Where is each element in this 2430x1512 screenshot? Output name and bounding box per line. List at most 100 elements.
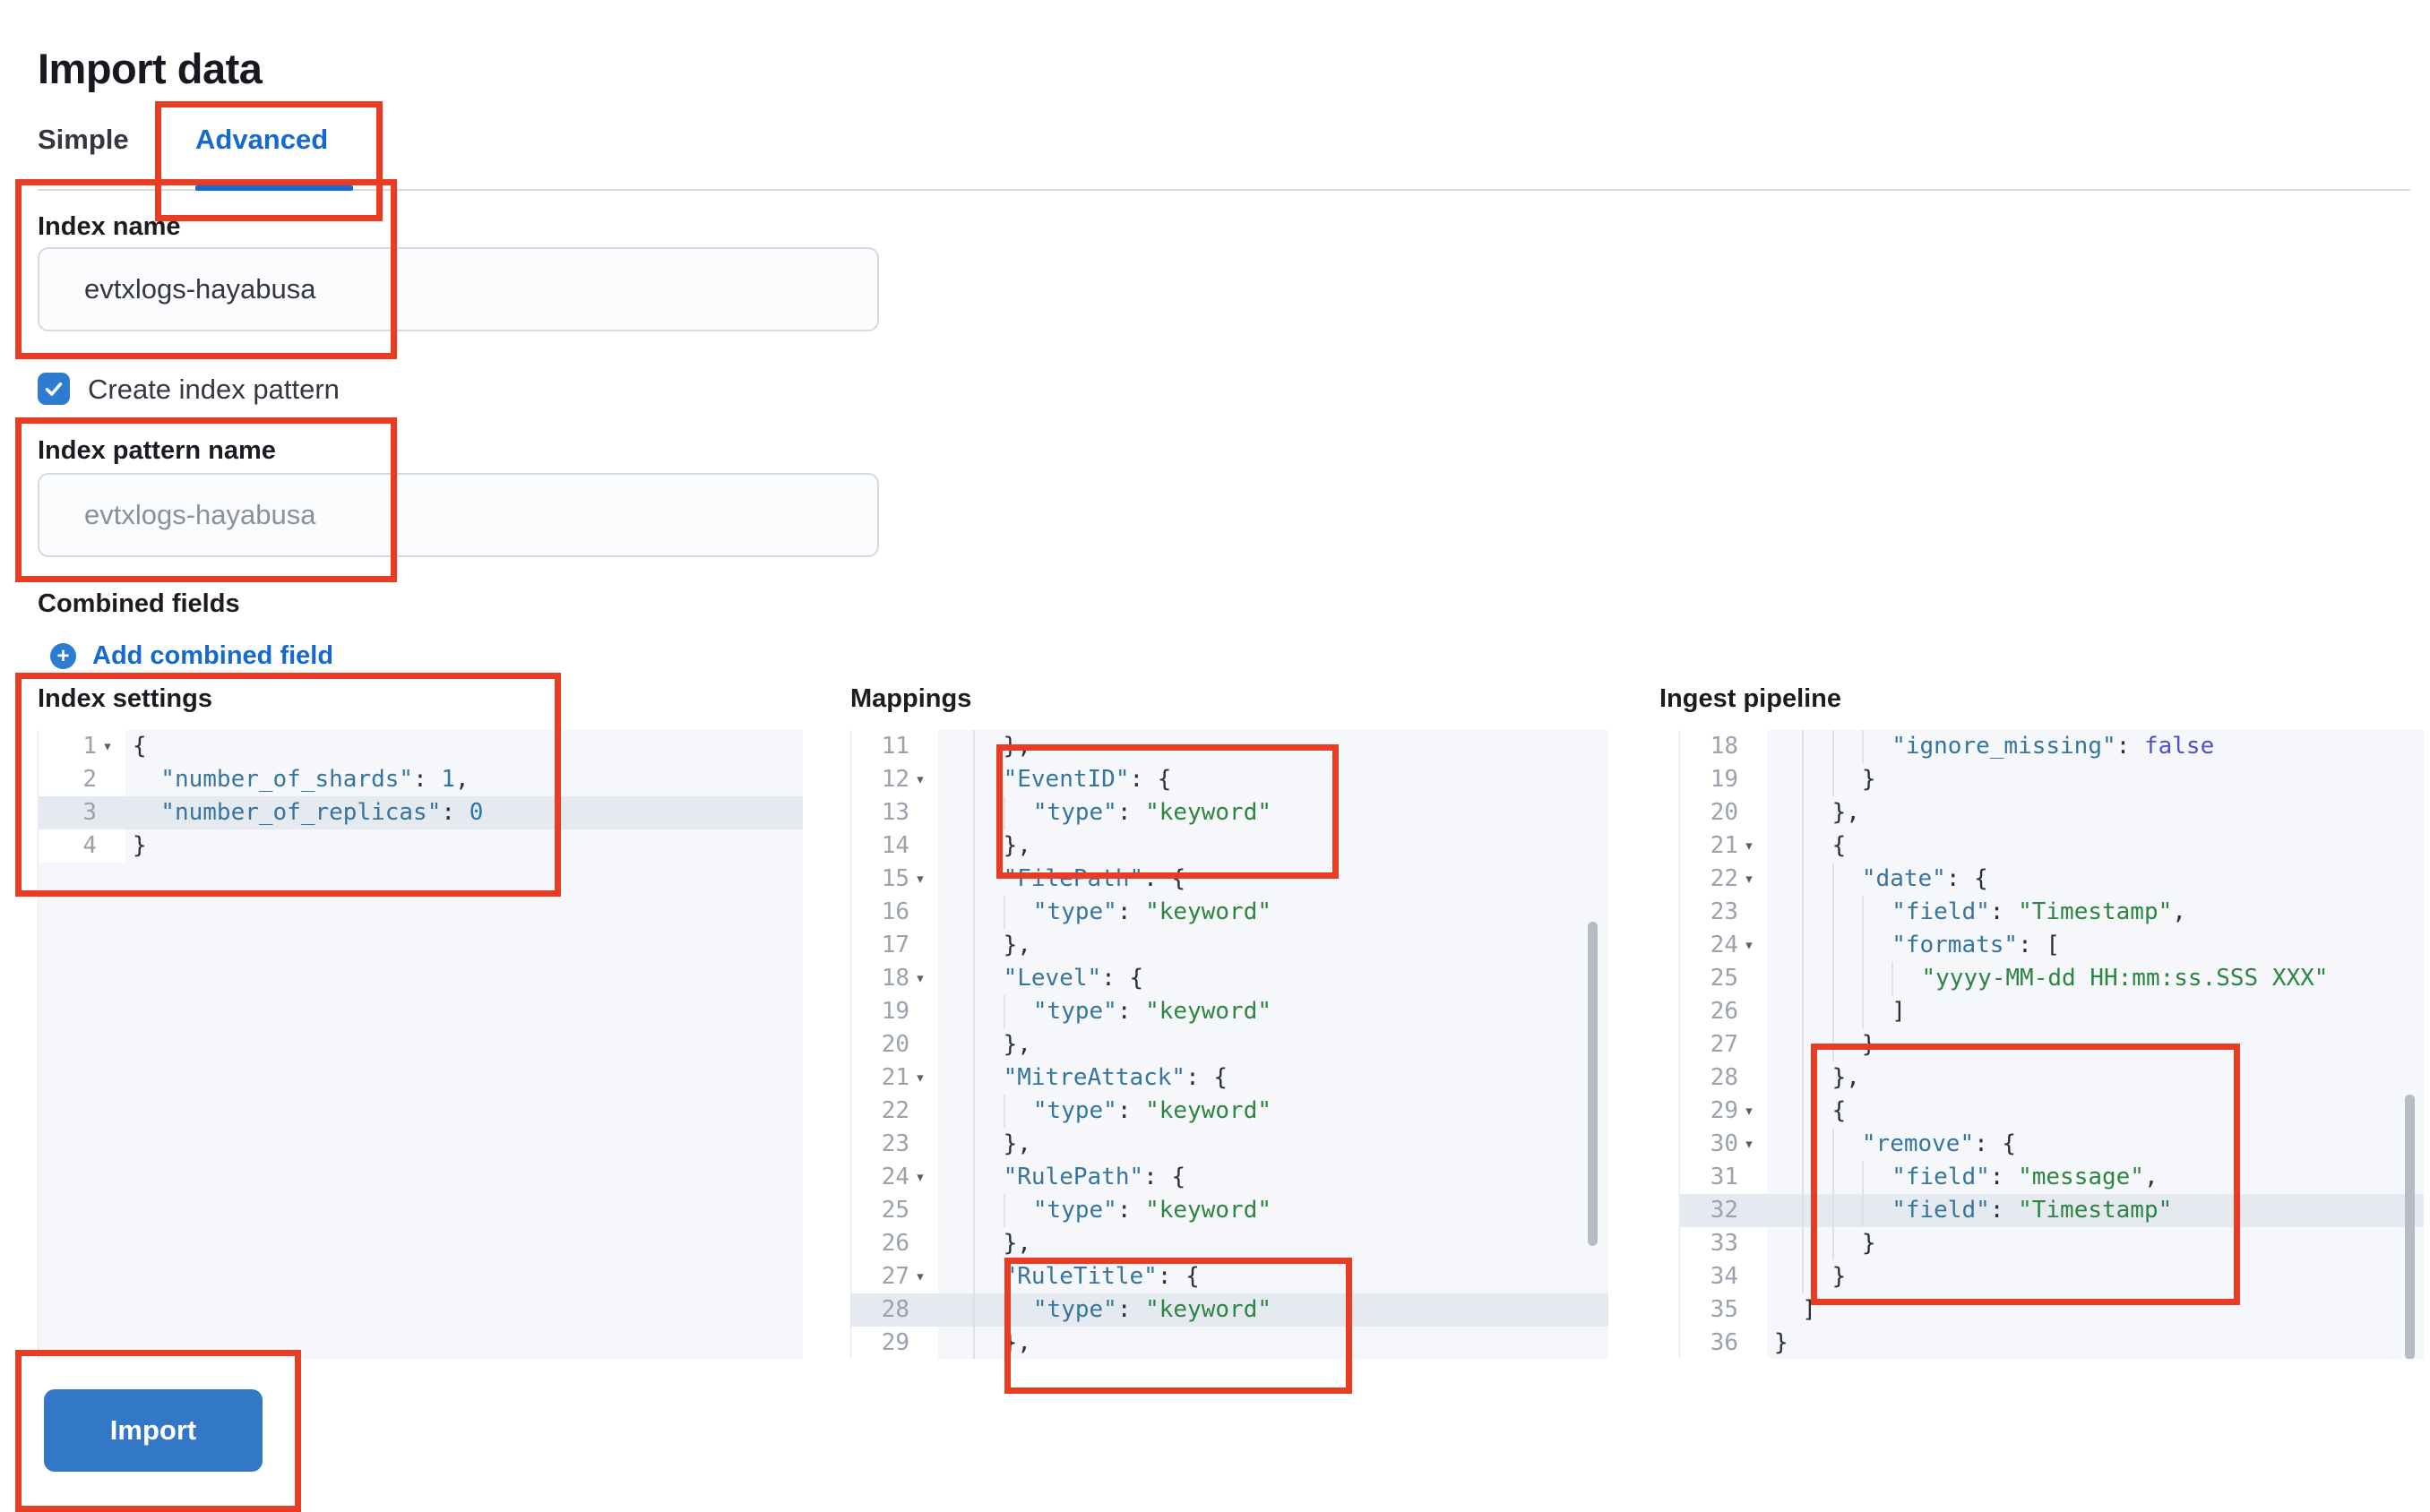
code-line: 29}, bbox=[851, 1327, 1608, 1359]
fold-caret-icon[interactable]: ▾ bbox=[915, 1267, 926, 1286]
code-text: }, bbox=[1767, 796, 2424, 829]
code-text: "number_of_shards": 1, bbox=[160, 766, 470, 793]
line-number: 16 bbox=[851, 896, 938, 929]
code-text: "field": "message", bbox=[1767, 1161, 2424, 1194]
line-number: 20 bbox=[851, 1028, 938, 1061]
line-number: 2 bbox=[39, 763, 125, 796]
code-text: "formats": [ bbox=[1767, 929, 2424, 962]
tab-advanced[interactable]: Advanced bbox=[195, 124, 329, 155]
code-line: 13"type": "keyword" bbox=[851, 796, 1608, 829]
index-name-input[interactable] bbox=[38, 247, 879, 331]
fold-caret-icon[interactable]: ▾ bbox=[1744, 869, 1754, 889]
line-number: 28 bbox=[1680, 1061, 1767, 1095]
index-pattern-name-input[interactable] bbox=[38, 473, 879, 557]
code-text: } bbox=[1767, 1260, 2424, 1293]
line-number: 24▾ bbox=[851, 1161, 938, 1194]
line-number: 13 bbox=[851, 796, 938, 829]
code-text: }, bbox=[938, 1327, 1608, 1359]
line-number: 12▾ bbox=[851, 763, 938, 796]
line-number: 11 bbox=[851, 730, 938, 763]
code-text: "ignore_missing": false bbox=[1767, 730, 2424, 763]
mappings-editor[interactable]: 11},12▾"EventID": {13"type": "keyword"14… bbox=[850, 730, 1608, 1359]
mappings-scrollbar-thumb[interactable] bbox=[1588, 922, 1598, 1246]
code-line: 22"type": "keyword" bbox=[851, 1095, 1608, 1128]
code-text: "field": "Timestamp" bbox=[1767, 1194, 2424, 1227]
code-line: 23}, bbox=[851, 1128, 1608, 1161]
code-text: }, bbox=[938, 1128, 1608, 1161]
fold-caret-icon[interactable]: ▾ bbox=[1744, 1101, 1754, 1121]
fold-caret-icon[interactable]: ▾ bbox=[1744, 836, 1754, 855]
ingest-scrollbar-thumb[interactable] bbox=[2405, 1095, 2415, 1359]
line-number: 26 bbox=[851, 1227, 938, 1260]
code-line: 21▾{ bbox=[1680, 829, 2424, 863]
import-button[interactable]: Import bbox=[44, 1389, 263, 1472]
create-index-pattern-checkbox[interactable] bbox=[38, 373, 70, 405]
code-line: 17}, bbox=[851, 929, 1608, 962]
code-line: 26] bbox=[1680, 995, 2424, 1028]
code-text: "number_of_replicas": 0 bbox=[160, 799, 484, 826]
line-number: 36 bbox=[1680, 1327, 1767, 1359]
line-number: 1▾ bbox=[39, 730, 125, 763]
line-number: 21▾ bbox=[851, 1061, 938, 1095]
code-line: 35] bbox=[1680, 1293, 2424, 1327]
code-text: "type": "keyword" bbox=[938, 995, 1608, 1028]
line-number: 20 bbox=[1680, 796, 1767, 829]
ingest-pipeline-label: Ingest pipeline bbox=[1659, 684, 1842, 713]
line-number: 15▾ bbox=[851, 863, 938, 896]
code-line: 23"field": "Timestamp", bbox=[1680, 896, 2424, 929]
line-number: 27▾ bbox=[851, 1260, 938, 1293]
code-text: "type": "keyword" bbox=[938, 1095, 1608, 1128]
line-number: 30▾ bbox=[1680, 1128, 1767, 1161]
line-number: 21▾ bbox=[1680, 829, 1767, 863]
fold-caret-icon[interactable]: ▾ bbox=[915, 1068, 926, 1087]
code-line: 27} bbox=[1680, 1028, 2424, 1061]
combined-fields-label: Combined fields bbox=[38, 589, 240, 618]
code-text: "RuleTitle": { bbox=[938, 1260, 1608, 1293]
code-text: } bbox=[1767, 763, 2424, 796]
line-number: 24▾ bbox=[1680, 929, 1767, 962]
fold-caret-icon[interactable]: ▾ bbox=[915, 1167, 926, 1187]
line-number: 29▾ bbox=[1680, 1095, 1767, 1128]
fold-caret-icon[interactable]: ▾ bbox=[915, 869, 926, 889]
code-text: "MitreAttack": { bbox=[938, 1061, 1608, 1095]
code-text: }, bbox=[938, 1227, 1608, 1260]
fold-caret-icon[interactable]: ▾ bbox=[1744, 935, 1754, 955]
code-text: }, bbox=[938, 1028, 1608, 1061]
code-line: 16"type": "keyword" bbox=[851, 896, 1608, 929]
fold-caret-icon[interactable]: ▾ bbox=[915, 769, 926, 789]
mappings-label: Mappings bbox=[850, 684, 972, 713]
code-text: { bbox=[1767, 1095, 2424, 1128]
line-number: 19 bbox=[851, 995, 938, 1028]
line-number: 18▾ bbox=[851, 962, 938, 995]
code-line: 33} bbox=[1680, 1227, 2424, 1260]
code-text: }, bbox=[938, 829, 1608, 863]
fold-caret-icon[interactable]: ▾ bbox=[1744, 1134, 1754, 1154]
code-text: "field": "Timestamp", bbox=[1767, 896, 2424, 929]
fold-caret-icon[interactable]: ▾ bbox=[102, 736, 113, 756]
index-settings-editor[interactable]: 1▾{2"number_of_shards": 1,3"number_of_re… bbox=[38, 730, 803, 1359]
code-line: 19} bbox=[1680, 763, 2424, 796]
code-line: 24▾"formats": [ bbox=[1680, 929, 2424, 962]
tab-advanced-active-underline bbox=[195, 185, 353, 191]
line-number: 26 bbox=[1680, 995, 1767, 1028]
code-text: ] bbox=[1767, 995, 2424, 1028]
fold-caret-icon[interactable]: ▾ bbox=[915, 968, 926, 988]
code-text: { bbox=[1767, 829, 2424, 863]
code-text: }, bbox=[938, 929, 1608, 962]
code-text: "type": "keyword" bbox=[938, 896, 1608, 929]
code-line: 34} bbox=[1680, 1260, 2424, 1293]
code-text: }, bbox=[1767, 1061, 2424, 1095]
create-index-pattern-label: Create index pattern bbox=[88, 374, 340, 405]
annotation-box-advanced-tab bbox=[155, 101, 383, 221]
code-line: 20}, bbox=[851, 1028, 1608, 1061]
code-text: }, bbox=[938, 730, 1608, 763]
tabs-divider bbox=[38, 189, 2410, 191]
tab-simple[interactable]: Simple bbox=[38, 124, 129, 155]
code-text: "type": "keyword" bbox=[938, 1194, 1608, 1227]
code-line: 18"ignore_missing": false bbox=[1680, 730, 2424, 763]
line-number: 31 bbox=[1680, 1161, 1767, 1194]
add-combined-field-link[interactable]: + Add combined field bbox=[50, 641, 333, 671]
code-line: 11}, bbox=[851, 730, 1608, 763]
code-line: 25"type": "keyword" bbox=[851, 1194, 1608, 1227]
